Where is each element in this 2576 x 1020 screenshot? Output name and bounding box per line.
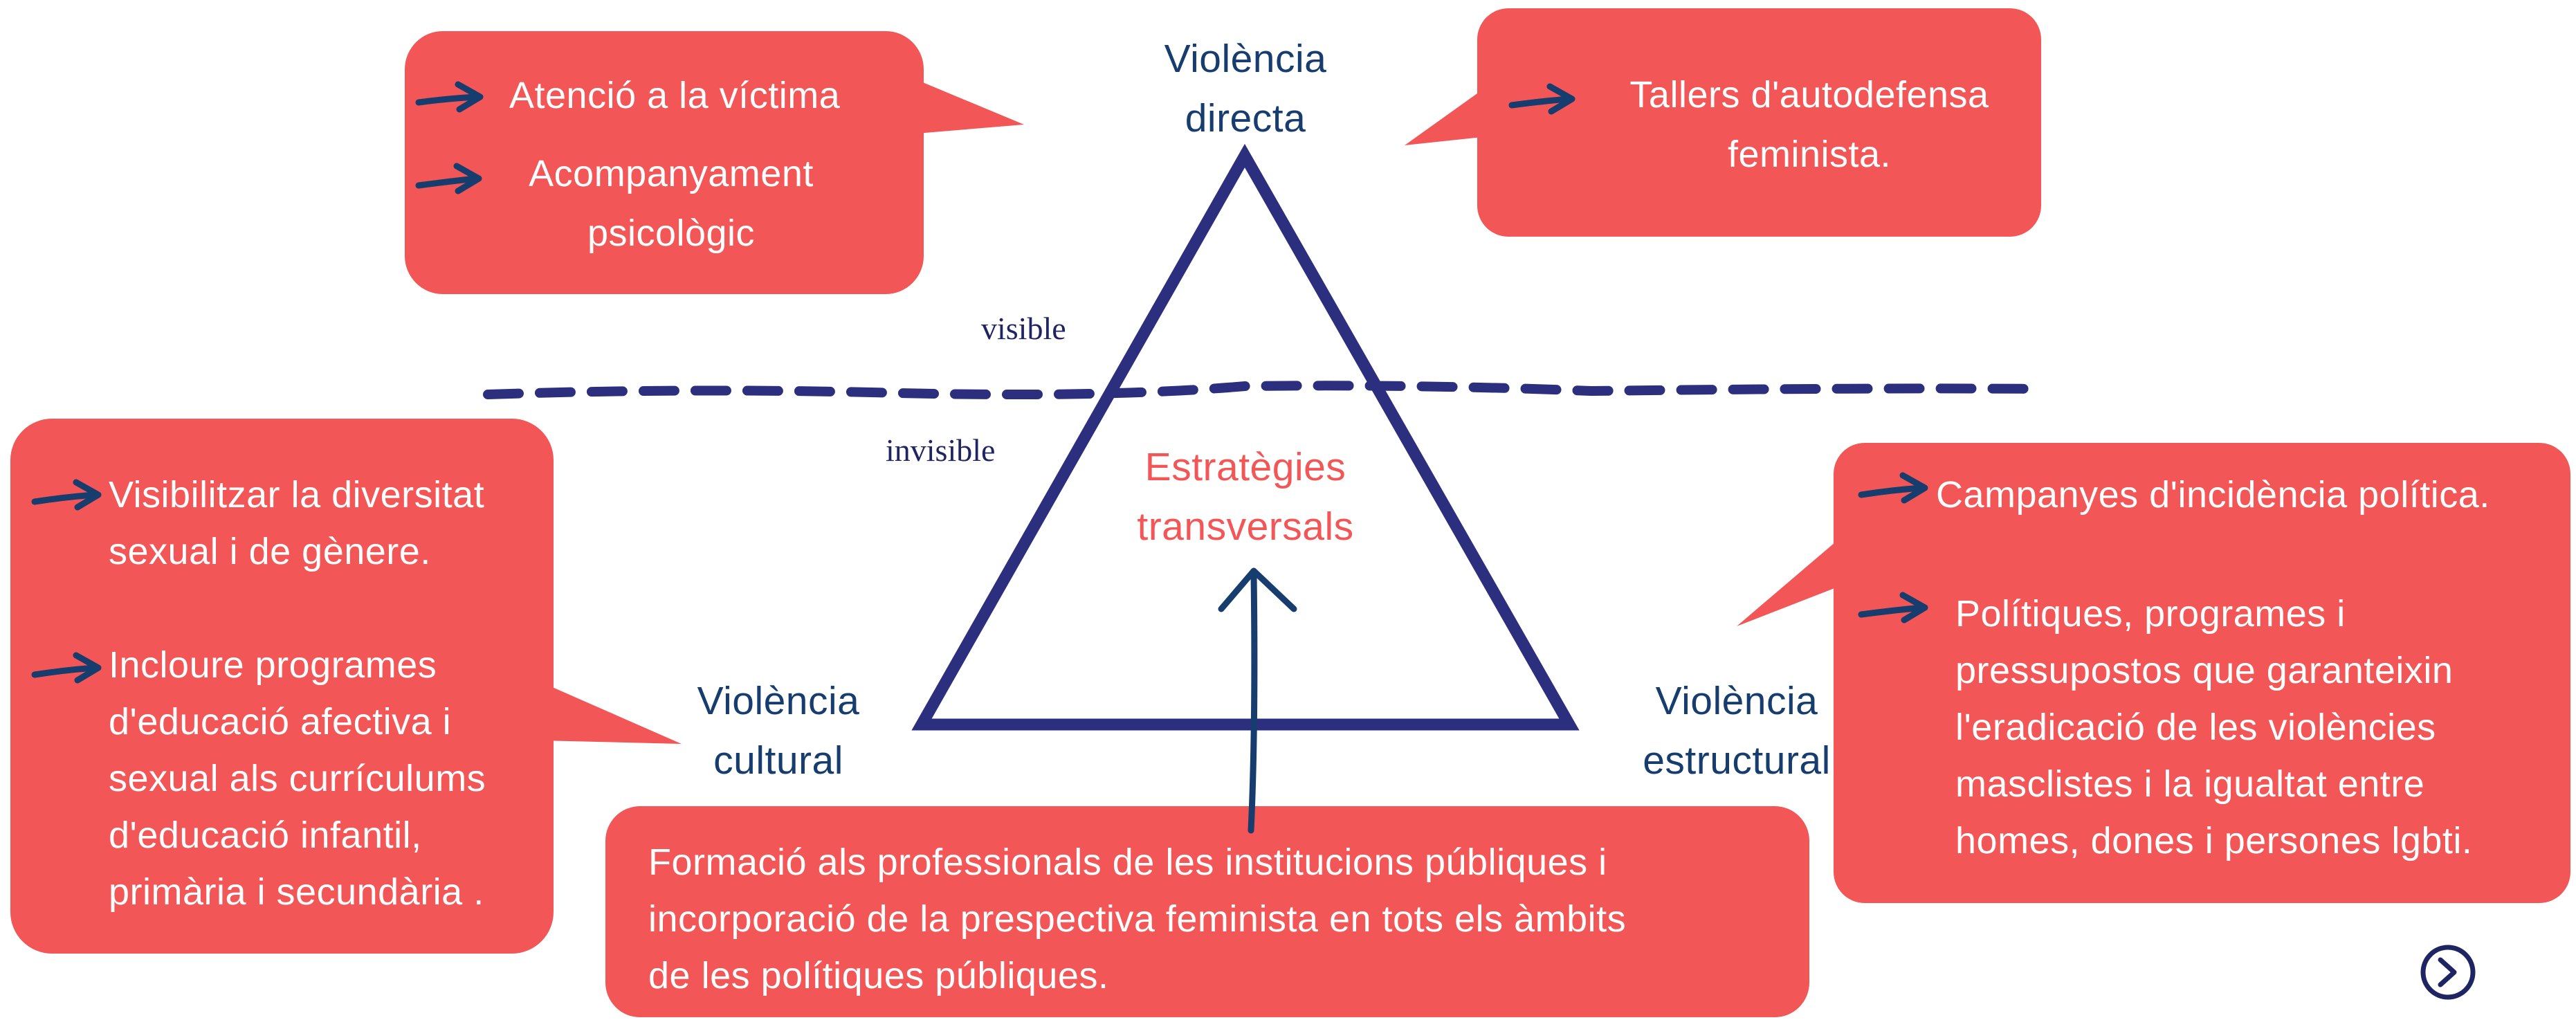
bubble-selfdefense <box>1405 8 2041 237</box>
arrow-right-icon <box>415 81 484 113</box>
arrow-right-icon <box>31 479 102 511</box>
bubble-structural-item-2: Polítiques, programes i pressupostos que… <box>1955 593 2473 862</box>
bubble-direct <box>405 31 1024 294</box>
label-estrategies-transversals: Estratègies transversals <box>1137 445 1354 549</box>
arrow-right-icon <box>31 652 102 684</box>
arrow-right-icon <box>1858 592 1928 623</box>
upward-arrow <box>1218 567 1297 834</box>
bubble-structural-item-1: Campanyes d'incidència política. <box>1936 474 2490 516</box>
label-violencia-cultural: Violència cultural <box>697 679 860 783</box>
next-chevron-icon[interactable] <box>2420 945 2476 1000</box>
arrow-right-icon <box>1508 83 1575 115</box>
bubble-structural <box>1737 443 2570 903</box>
label-violencia-estructural: Violència estructural <box>1643 679 1831 783</box>
visibility-divider <box>483 381 2046 400</box>
bubble-cultural <box>10 419 682 954</box>
bubble-cultural-item-2: Incloure programes d'educació afectiva i… <box>109 644 486 913</box>
bubble-direct-item-2: Acompanyament psicològic <box>529 153 814 254</box>
bubble-direct-item-1: Atenció a la víctima <box>509 75 841 116</box>
bubble-cultural-item-1: Visibilitzar la diversitat sexual i de g… <box>109 474 485 572</box>
bubble-transversal <box>605 806 1809 1017</box>
label-invisible: invisible <box>886 432 996 468</box>
arrow-right-icon <box>415 163 482 194</box>
bubble-transversal-item-1: Formació als professionals de les instit… <box>648 841 1627 996</box>
arrow-right-icon <box>1858 472 1928 504</box>
pyramid-triangle <box>911 143 1580 731</box>
label-violencia-directa: Violència directa <box>1164 37 1327 140</box>
bubble-selfdefense-item-1: Tallers d'autodefensa feminista. <box>1629 74 1989 175</box>
label-visible: visible <box>981 311 1066 346</box>
speech-bubbles <box>10 8 2570 1017</box>
